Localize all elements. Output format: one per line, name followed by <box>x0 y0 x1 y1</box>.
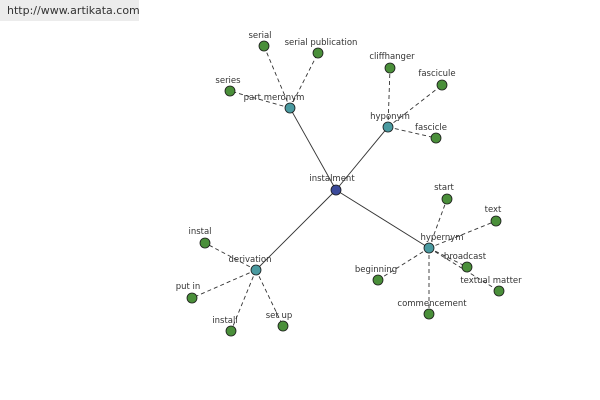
edge-hyponym-to-cliffhanger <box>387 67 391 128</box>
edges-layer <box>191 45 500 332</box>
leaf-label-put-in[interactable]: put in <box>176 282 201 292</box>
edge-derivation-to-set-up <box>255 269 284 327</box>
nodes-layer: instalment part meronym serial serial publi… <box>176 31 522 337</box>
edge-center-to-hyponym <box>335 126 389 191</box>
leaf-label-serial[interactable]: serial <box>248 31 271 41</box>
leaf-label-beginning[interactable]: beginning <box>355 265 397 275</box>
edge-center-to-part-meronym <box>289 107 337 191</box>
leaf-label-set-up[interactable]: set up <box>266 311 292 321</box>
hub-node-part-meronym[interactable] <box>284 102 296 114</box>
leaf-node-textual-matter[interactable] <box>493 285 505 297</box>
hub-node-hypernym[interactable] <box>423 242 435 254</box>
edge-part-meronym-to-series <box>229 90 291 109</box>
leaf-node-broadcast[interactable] <box>461 261 473 273</box>
edge-hypernym-to-start <box>428 198 448 249</box>
leaf-label-install[interactable]: install <box>212 316 237 326</box>
edge-derivation-to-instal <box>204 242 257 271</box>
leaf-node-serial-publication[interactable] <box>312 47 324 59</box>
leaf-label-textual-matter[interactable]: textual matter <box>460 276 522 286</box>
edge-hyponym-to-fascicule <box>387 84 443 128</box>
edge-hypernym-to-beginning <box>377 247 430 281</box>
hub-label-hyponym[interactable]: hyponym <box>370 112 410 122</box>
leaf-node-cliffhanger[interactable] <box>384 62 396 74</box>
hub-node-hyponym[interactable] <box>382 121 394 133</box>
leaf-node-series[interactable] <box>224 85 236 97</box>
leaf-node-fascicule[interactable] <box>436 79 448 91</box>
leaf-label-commencement[interactable]: commencement <box>397 299 467 309</box>
leaf-node-fascicle[interactable] <box>430 132 442 144</box>
leaf-node-serial[interactable] <box>258 40 270 52</box>
source-url-banner[interactable]: http://www.artikata.com <box>0 0 140 21</box>
hub-label-derivation[interactable]: derivation <box>228 255 271 265</box>
leaf-node-instal[interactable] <box>199 237 211 249</box>
hub-label-hypernym[interactable]: hypernym <box>420 233 463 243</box>
leaf-label-text[interactable]: text <box>485 205 502 215</box>
leaf-label-broadcast[interactable]: broadcast <box>444 252 487 262</box>
leaf-label-cliffhanger[interactable]: cliffhanger <box>369 52 415 62</box>
leaf-node-install[interactable] <box>225 325 237 337</box>
edge-part-meronym-to-serial-publication <box>289 52 319 109</box>
leaf-node-put-in[interactable] <box>186 292 198 304</box>
center-node[interactable] <box>330 184 342 196</box>
leaf-label-start[interactable]: start <box>434 183 454 193</box>
edge-derivation-to-put-in <box>191 269 257 299</box>
leaf-node-text[interactable] <box>490 215 502 227</box>
edge-hypernym-to-text <box>428 220 497 249</box>
edge-hyponym-to-fascicle <box>387 126 437 139</box>
leaf-label-series[interactable]: series <box>215 76 241 86</box>
edge-derivation-to-install <box>230 269 257 332</box>
leaf-node-start[interactable] <box>441 193 453 205</box>
hub-node-derivation[interactable] <box>250 264 262 276</box>
leaf-label-fascicule[interactable]: fascicule <box>418 69 455 79</box>
leaf-node-set-up[interactable] <box>277 320 289 332</box>
edge-hypernym-to-broadcast <box>428 247 468 268</box>
leaf-node-commencement[interactable] <box>423 308 435 320</box>
edge-center-to-hypernym <box>335 189 430 249</box>
edge-center-to-derivation <box>255 189 337 271</box>
leaf-label-fascicle[interactable]: fascicle <box>415 123 447 133</box>
edge-part-meronym-to-serial <box>263 45 291 109</box>
leaf-label-serial-publication[interactable]: serial publication <box>285 38 358 48</box>
hub-label-part-meronym[interactable]: part meronym <box>244 93 305 103</box>
leaf-node-beginning[interactable] <box>372 274 384 286</box>
center-node-label[interactable]: instalment <box>309 174 355 184</box>
leaf-label-instal[interactable]: instal <box>188 227 211 237</box>
